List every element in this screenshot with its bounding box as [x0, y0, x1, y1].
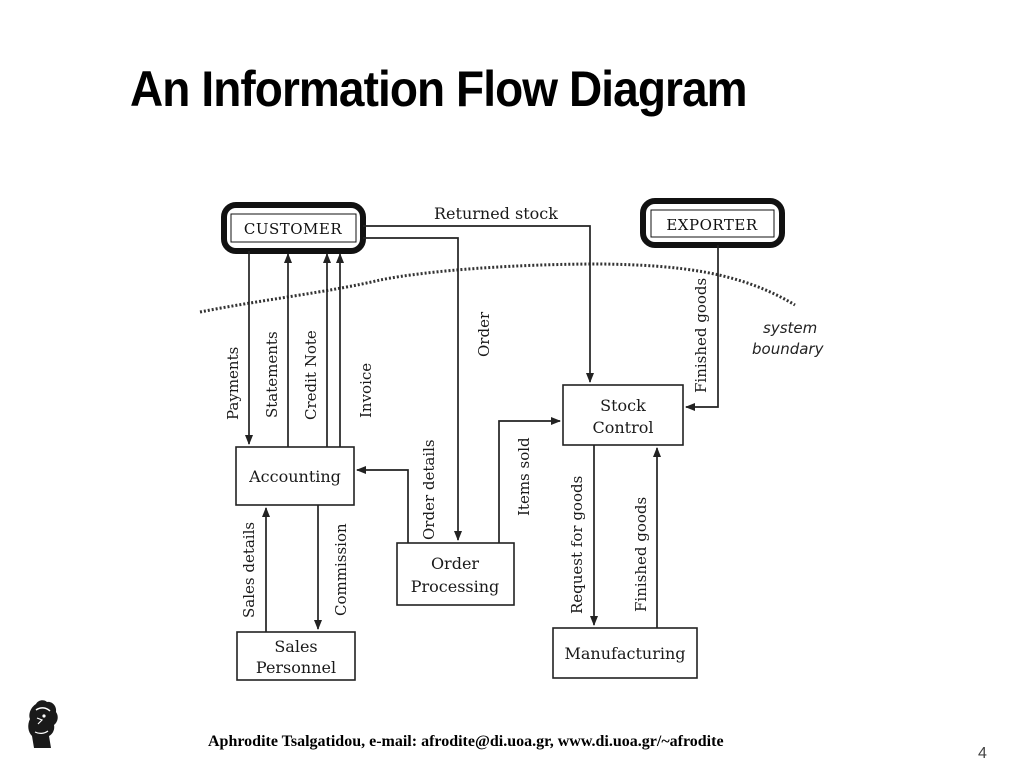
order-processing-process: Order Processing	[396, 542, 515, 606]
sales-personnel-process: Sales Personnel	[236, 631, 356, 681]
customer-label: CUSTOMER	[244, 220, 343, 238]
flow-label-items-sold: Items sold	[515, 437, 533, 516]
page-number: 4	[978, 745, 987, 762]
flow-label-request-for-goods: Request for goods	[568, 476, 586, 614]
manufacturing-label: Manufacturing	[565, 644, 686, 663]
flow-label-order-details: Order details	[420, 439, 438, 540]
flow-label-statements: Statements	[263, 331, 281, 418]
flow-label-returned-stock: Returned stock	[434, 204, 558, 223]
manufacturing-process: Manufacturing	[552, 627, 698, 679]
system-boundary-label-line2: boundary	[752, 340, 825, 358]
stock-control-label-line1: Stock	[600, 396, 646, 415]
flow-label-commission: Commission	[332, 523, 350, 616]
exporter-entity: EXPORTER	[640, 198, 785, 248]
customer-entity: CUSTOMER	[221, 202, 366, 254]
warrior-head-logo-icon	[24, 698, 60, 755]
accounting-label: Accounting	[248, 467, 341, 486]
flow-label-finished-goods-exporter: Finished goods	[692, 278, 710, 393]
stock-control-process: Stock Control	[562, 384, 684, 446]
flow-returned-stock	[363, 225, 594, 383]
flow-label-sales-details: Sales details	[240, 522, 258, 618]
sales-personnel-label-line2: Personnel	[256, 658, 336, 677]
accounting-process: Accounting	[235, 446, 355, 506]
system-boundary-line	[199, 262, 796, 314]
order-processing-label-line1: Order	[431, 554, 479, 573]
flow-label-invoice: Invoice	[357, 363, 375, 418]
flow-label-credit-note: Credit Note	[302, 330, 320, 420]
slide-footer: Aphrodite Tsalgatidou, e-mail: afrodite@…	[208, 733, 724, 750]
sales-personnel-label-line1: Sales	[274, 637, 317, 656]
system-boundary-label-line1: system	[763, 319, 817, 337]
flow-label-order: Order	[475, 311, 493, 357]
order-processing-label-line2: Processing	[411, 577, 500, 596]
flow-label-payments: Payments	[224, 347, 242, 420]
flow-finished-goods-exporter	[685, 245, 719, 411]
flow-order-details	[356, 466, 409, 543]
slide-title: An Information Flow Diagram	[130, 61, 748, 117]
stock-control-label-line2: Control	[592, 418, 653, 437]
flow-items-sold	[498, 417, 561, 543]
flow-label-finished-goods-manufacturing: Finished goods	[632, 497, 650, 612]
exporter-label: EXPORTER	[666, 216, 758, 234]
flow-order	[363, 237, 462, 541]
